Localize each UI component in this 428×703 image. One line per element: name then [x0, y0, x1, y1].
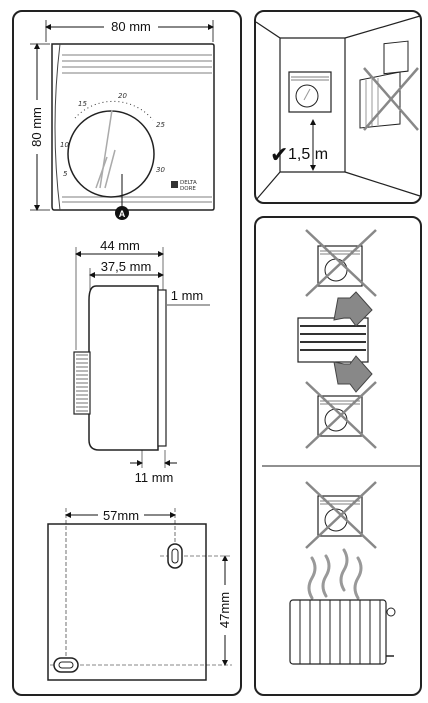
install-room: ✔ 1,5 m [255, 15, 421, 201]
dial-label-30: 30 [156, 166, 165, 174]
delta-dore-logo-icon [171, 181, 178, 188]
front-width-label: 80 mm [111, 19, 151, 34]
side-depth-body-label: 37,5 mm [101, 259, 152, 274]
dial-label-15: 15 [78, 100, 87, 108]
airflow-arrow-down-icon [333, 355, 373, 393]
back-view: 57mm 47mm [47, 507, 234, 681]
dial-label-25: 25 [156, 121, 165, 129]
dial-label-5: 5 [63, 170, 68, 178]
side-depth-total-label: 44 mm [100, 238, 140, 253]
dial-label-10: 10 [60, 141, 69, 149]
brand-line1: DELTA [180, 180, 197, 186]
bottom-right-panel [254, 216, 422, 696]
check-icon: ✔ [270, 143, 288, 168]
back-hole-h-label: 57mm [103, 508, 139, 523]
back-hole-v-label: 47mm [217, 592, 232, 628]
side-gap-label: 1 mm [171, 288, 204, 303]
side-view: 44 mm 37,5 mm 1 mm 11 mm [73, 238, 210, 485]
front-view: 80 mm 80 mm 5 10 15 20 25 30 DELTA DORE [28, 18, 215, 220]
dial-label-20: 20 [118, 92, 127, 100]
side-base-label: 11 mm [135, 470, 174, 485]
forbidden-placements [262, 229, 420, 665]
marker-a-label: A [119, 209, 126, 219]
front-height-label: 80 mm [29, 107, 44, 147]
marker-a-badge [115, 206, 129, 220]
brand-line2: DORE [180, 186, 196, 192]
install-height-label: 1,5 m [288, 146, 328, 163]
heat-waves-icon [307, 548, 363, 600]
airflow-arrow-up-icon [333, 291, 373, 327]
radiator-icon [289, 599, 396, 665]
